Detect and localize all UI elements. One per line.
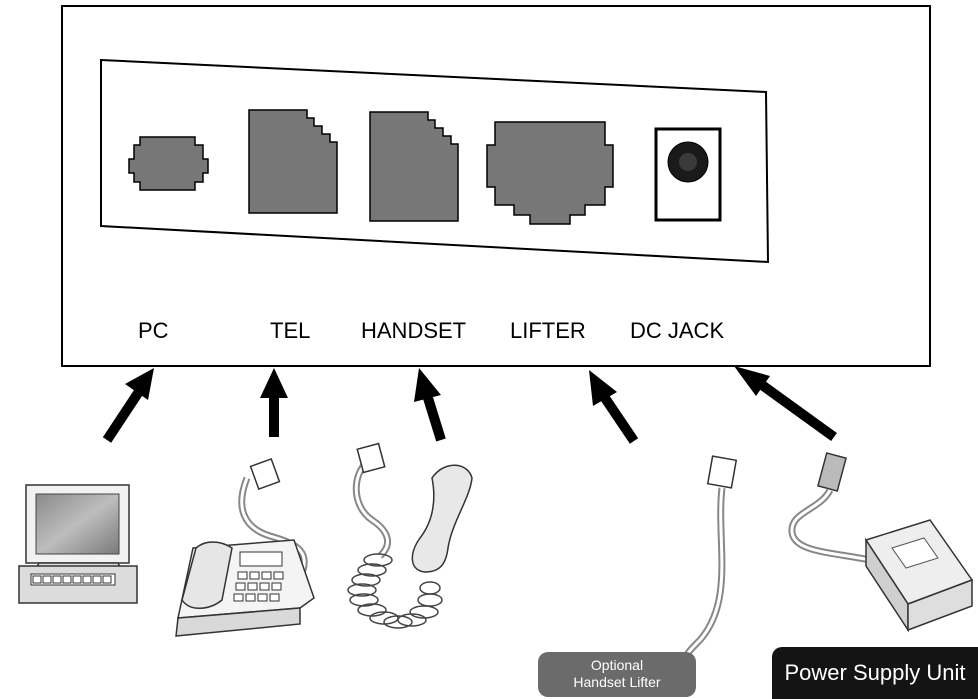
handset-icon (347, 442, 473, 629)
arrow-to-dcjack (734, 366, 837, 442)
psu-tag: Power Supply Unit (772, 647, 978, 699)
arrow-to-lifter (589, 370, 639, 444)
power-adapter-icon (788, 452, 974, 633)
dc-jack-pin (679, 153, 697, 171)
port-label-pc: PC (138, 318, 169, 343)
lifter-tag-line-1: Optional (590, 657, 644, 673)
desk-phone-icon (175, 458, 315, 637)
port-label-tel: TEL (270, 318, 311, 343)
arrows (102, 366, 837, 444)
port-label-lifter: LIFTER (510, 318, 586, 343)
pc-port (128, 136, 209, 191)
arrow-to-pc (102, 368, 154, 443)
computer-icon (18, 484, 138, 604)
port-label-dcjack: DC JACK (630, 318, 725, 343)
handset-port (369, 111, 459, 222)
lifter-port (486, 121, 614, 225)
port-label-handset: HANDSET (361, 318, 467, 343)
lifter-cable-icon (681, 455, 738, 663)
arrow-to-tel (260, 368, 288, 437)
lifter-tag: Optional Handset Lifter (538, 652, 696, 697)
arrow-to-handset (414, 368, 446, 442)
lifter-tag-line-2: Handset Lifter (573, 674, 661, 690)
tel-port (248, 109, 338, 214)
